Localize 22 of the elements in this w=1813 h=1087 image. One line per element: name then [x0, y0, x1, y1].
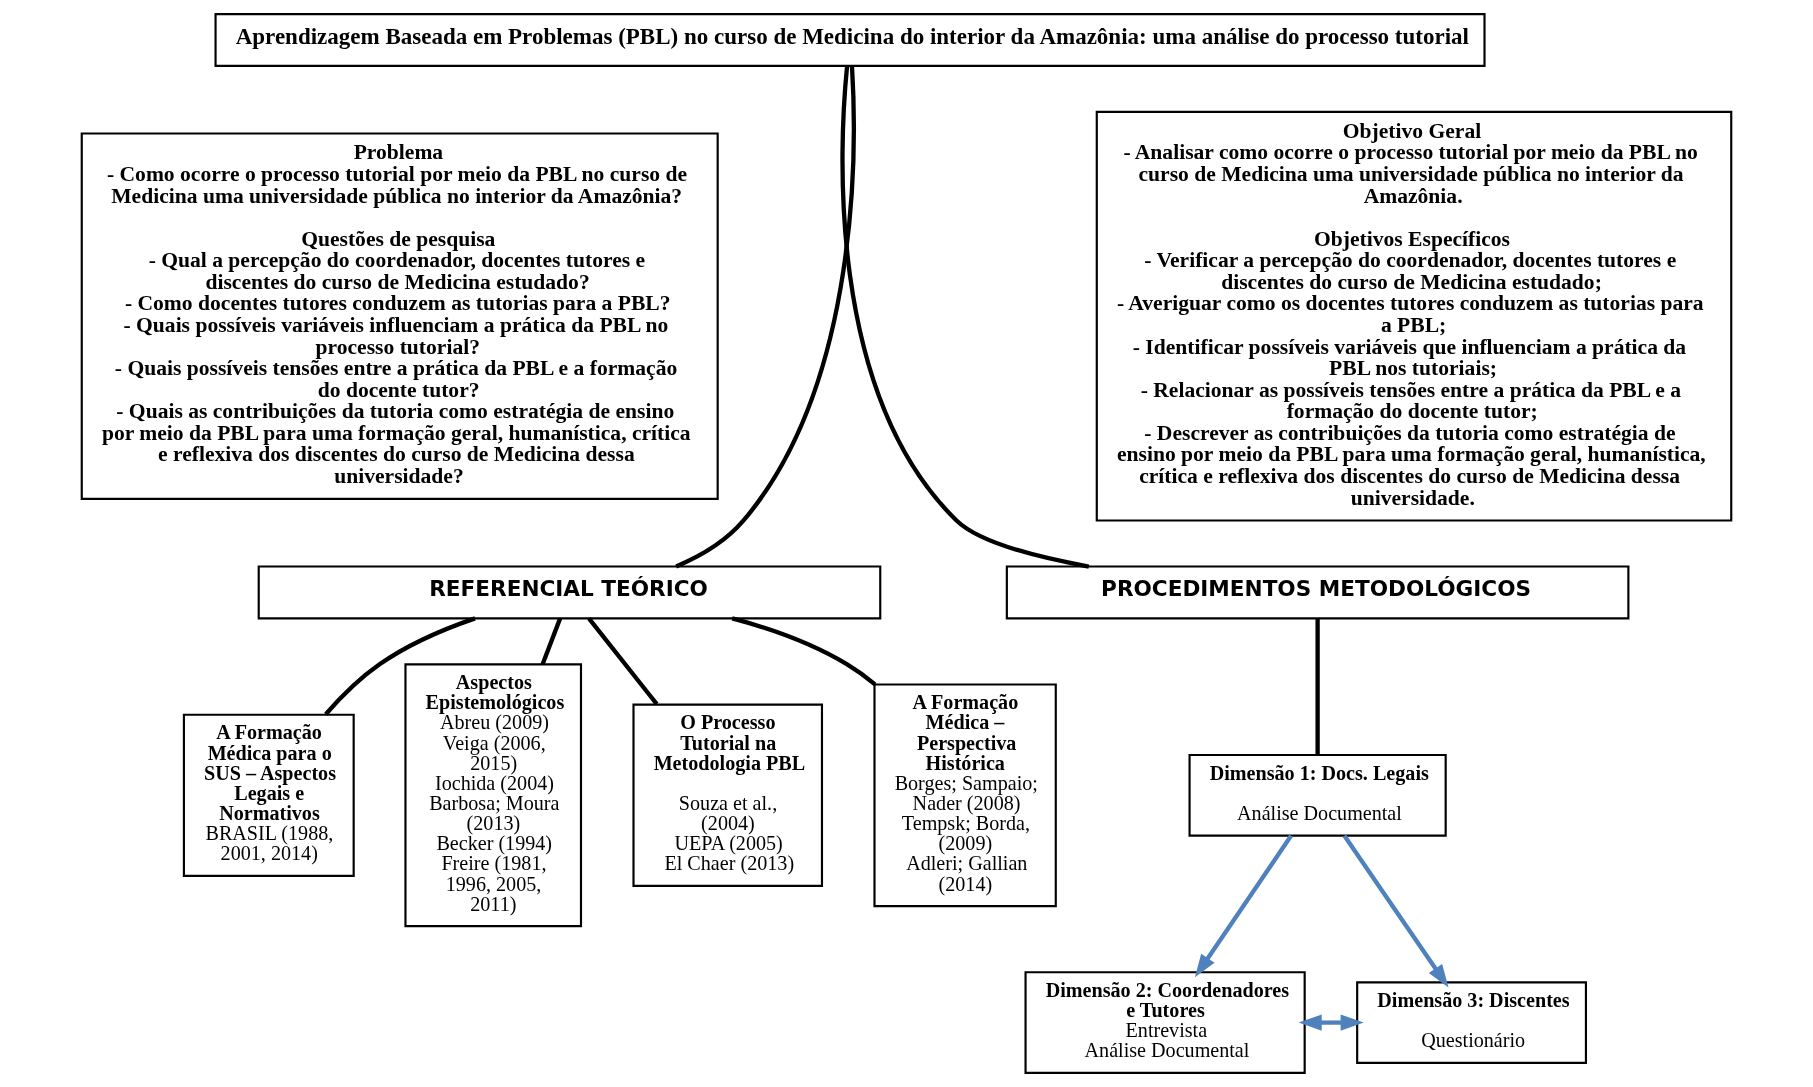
node-box: Dimensão 2: Coordenadores e Tutores Entrevista Análise Documental [1024, 971, 1306, 1075]
node-box: Aprendizagem Baseada em Problemas (PBL) no curso de Medicina do interior da Amazônia: uma análise do processo tutorial [214, 12, 1486, 67]
node-box: REFERENCIAL TEÓRICO [257, 565, 882, 620]
connector [840, 65, 1090, 569]
node-box: Problema - Como ocorre o processo tutorial por meio da PBL no curso de Medicina uma universidade pública no interior da Amazônia? Questões de pesquisa - Qual a percepção do coordenador, docentes tutores e discentes do curso de Medicina estudado? - Como docentes tutores conduzem as tutorias para a PBL? - Quais possíveis variáveis influenciam a prática da PBL no processo tutorial? - Quais possíveis tensões entre a prática da PBL e a formação do docente tutor? - Quais as contribuições da tutoria como estratégia de ensino por meio da PBL para uma formação geral, humanística, crítica e reflexiva dos discentes do curso de Medicina dessa universidade? [80, 132, 719, 500]
arrow [1342, 834, 1449, 988]
connector [324, 616, 476, 716]
connector [675, 66, 856, 569]
node-box: Objetivo Geral - Analisar como ocorre o processo tutorial por meio da PBL no curso de Medicina uma universidade pública no interior da Amazônia. Objetivos Específicos - Verificar a percepção do coordenador, docentes tutores e discentes do curso de Medicina estudado; - Averiguar como os docentes tutores conduzem as tutorias para a PBL; - Identificar possíveis variáveis que influenciam a prática da PBL nos tutoriais; - Relacionar as possíveis tensões entre a prática da PBL e a formação do docente tutor; - Descrever as contribuições da tutoria como estratégia de ensino por meio da PBL para uma formação geral, humanística, crítica e reflexiva dos discentes do curso de Medicina dessa universidade. [1095, 110, 1733, 522]
node-box: A Formação Médica para o SUS – Aspectos Legais e Normativos BRASIL (1988, 2001, 2014) [182, 713, 355, 877]
node-box: A Formação Médica – Perspectiva Histórica Borges; Sampaio; Nader (2008) Tempsk; Borda, (2009) Adleri; Gallian (2014) [873, 683, 1057, 908]
node-box: O Processo Tutorial na Metodologia PBL Souza et al., (2004) UEPA (2005) El Chaer (2013) [632, 703, 824, 887]
arrow [1194, 834, 1293, 978]
connector [540, 617, 563, 666]
arrow [1298, 1014, 1364, 1031]
connector [587, 617, 659, 706]
node-box: Dimensão 1: Docs. Legais Análise Documental [1188, 753, 1447, 837]
connector [1315, 618, 1320, 755]
node-box: Aspectos Epistemológicos Abreu (2009) Veiga (2006, 2015) Iochida (2004) Barbosa; Moura (2013) Becker (1994) Freire (1981, 1996, 2005, 2011) [404, 663, 583, 928]
node-box: Dimensão 3: Discentes Questionário [1356, 981, 1587, 1064]
connector [731, 616, 877, 687]
node-box: PROCEDIMENTOS METODOLÓGICOS [1005, 565, 1630, 620]
